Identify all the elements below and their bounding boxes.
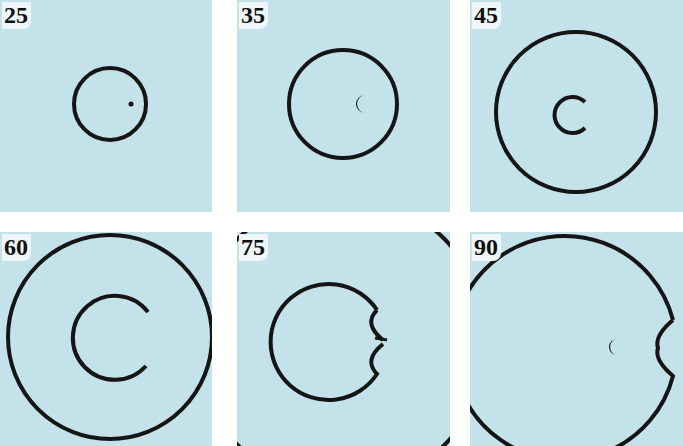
time-label: 60	[2, 234, 31, 261]
time-label: 45	[472, 2, 501, 29]
panel	[453, 232, 683, 446]
panel	[195, 196, 487, 446]
time-label: 75	[239, 234, 268, 261]
time-label: 90	[472, 234, 501, 261]
panel	[0, 0, 212, 212]
time-label: 25	[2, 2, 31, 29]
panel	[470, 0, 683, 212]
panel	[237, 0, 450, 212]
panel	[0, 232, 212, 446]
time-label: 35	[239, 2, 268, 29]
